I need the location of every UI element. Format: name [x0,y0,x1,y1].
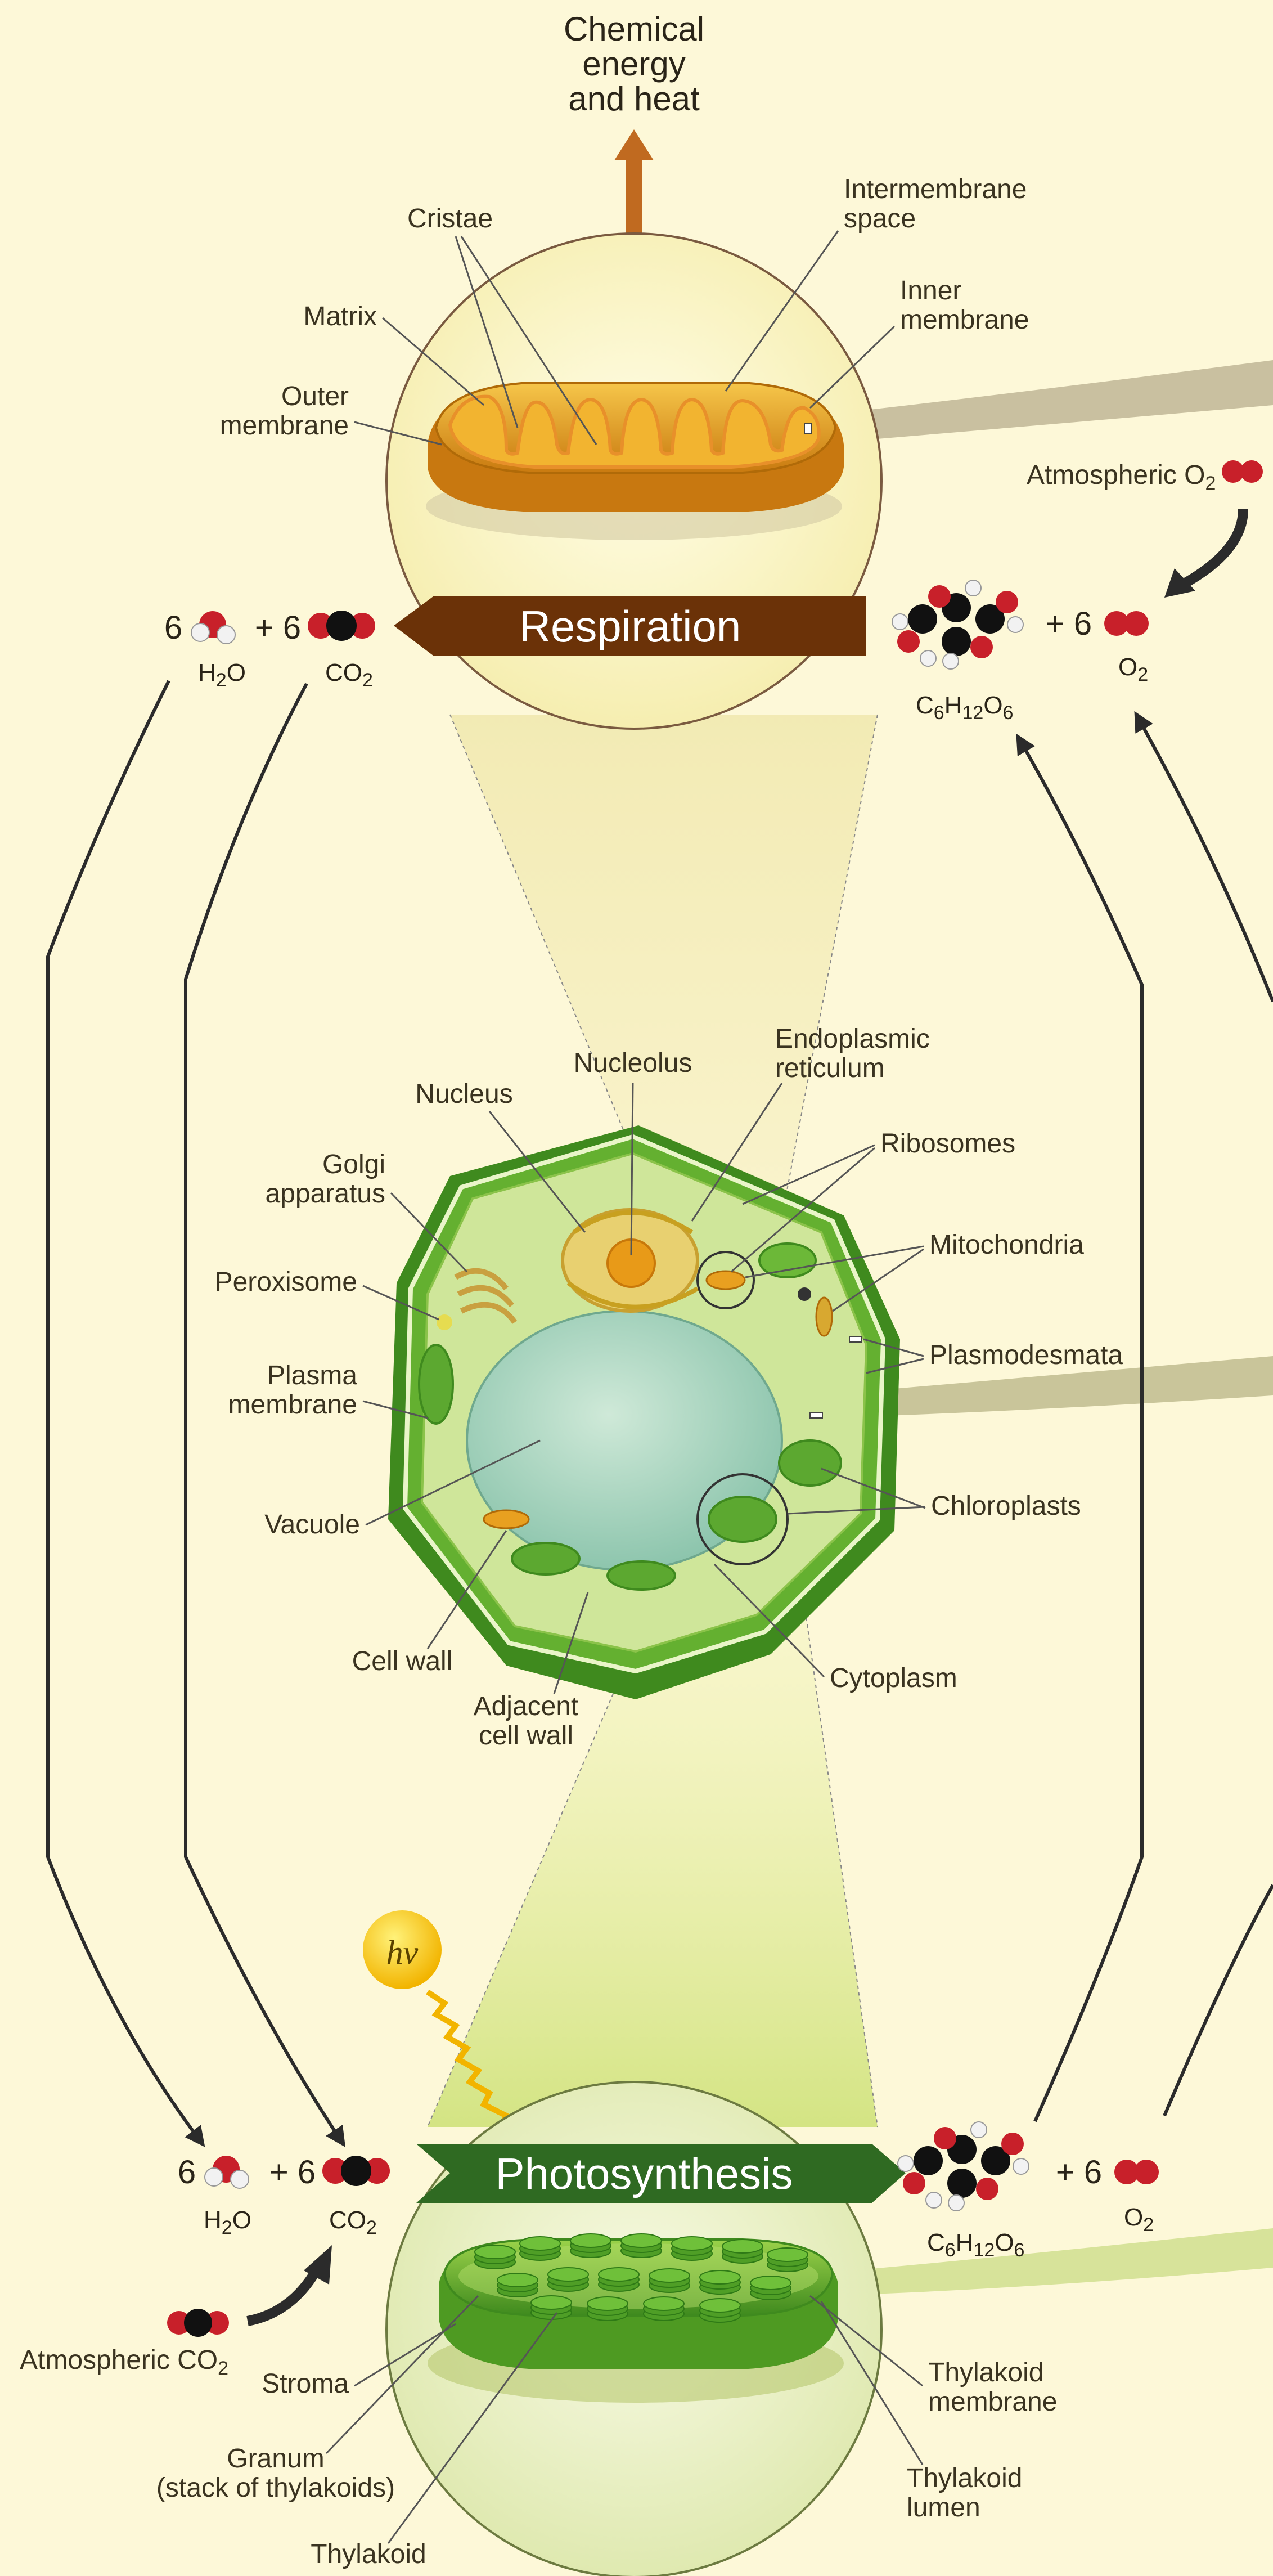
output-line-1: Chemical [564,10,704,48]
label-granum-2: (stack of thylakoids) [156,2473,395,2503]
plus-6-o2: + 6 [1046,605,1092,642]
o2-molecule-icon [1104,611,1149,636]
thylakoid-disc [722,2240,763,2253]
co2-molecule-icon [322,2156,390,2186]
label-granum-1: Granum [227,2444,324,2474]
formula-co2: CO2 [325,659,373,691]
water-molecule-icon [191,611,235,644]
label-intermembrane-2: space [844,204,916,234]
respiration-products: + 6 C6H12O6 O2 [892,580,1149,724]
label-thylakoid-membrane-2: membrane [928,2387,1057,2417]
label-nucleus: Nucleus [415,1079,512,1109]
mitochondria-ribbon [810,360,1273,445]
label-adjacent-wall-1: Adjacent [474,1691,579,1721]
thylakoid-disc [750,2276,791,2290]
label-plasmodesmata: Plasmodesmata [929,1340,1123,1370]
thylakoid-disc [497,2273,538,2287]
label-nucleolus: Nucleolus [574,1048,692,1078]
atmospheric-co2-molecule-icon [167,2309,229,2337]
formula-h2o: H2O [198,659,246,691]
thylakoid-disc [649,2269,690,2282]
label-golgi-1: Golgi [322,1150,385,1179]
chloroplast-ribbon [821,2228,1273,2296]
co2-molecule-icon [308,611,375,641]
respiration-title: Respiration [519,602,741,651]
output-line-2: energy [582,45,685,83]
plus-6-o2-ps: + 6 [1056,2154,1102,2191]
formula-glucose-ps: C6H12O6 [927,2229,1024,2261]
plus-6-co2: + 6 [255,609,301,646]
label-cell-wall: Cell wall [352,1646,453,1676]
mitochondrion [426,383,844,540]
atmospheric-co2-arrow [248,2268,318,2321]
thylakoid-disc [599,2268,639,2281]
label-thylakoid-lumen-2: lumen [907,2493,980,2523]
atmospheric-o2-arrow [1181,509,1243,585]
label-plasma-membrane-1: Plasma [267,1361,357,1390]
label-thylakoid-lumen-1: Thylakoid [907,2463,1022,2493]
water-molecule-icon [205,2156,249,2188]
label-golgi-2: apparatus [266,1179,386,1209]
label-atmospheric-co2: Atmospheric CO2 [20,2345,228,2379]
glucose-molecule-icon [898,2122,1029,2211]
label-cytoplasm: Cytoplasm [830,1663,957,1693]
formula-o2: O2 [1118,653,1148,685]
coef-water-ps: 6 [178,2154,196,2191]
label-atmospheric-o2: Atmospheric O2 [1027,460,1216,494]
thylakoid-disc [475,2245,515,2259]
label-matrix: Matrix [303,302,377,331]
label-adjacent-wall-2: cell wall [479,1721,573,1751]
label-vacuole: Vacuole [264,1510,360,1540]
thylakoid-disc [520,2237,560,2250]
cycle-arrow-o2-up [1136,715,1273,2116]
thylakoid-disc [548,2268,588,2281]
thylakoid-disc [700,2299,740,2312]
label-intermembrane-1: Intermembrane [844,174,1027,204]
thylakoid-disc [570,2234,611,2247]
label-er-2: reticulum [775,1053,885,1083]
label-peroxisome: Peroxisome [215,1267,357,1297]
label-thylakoid: Thylakoid [311,2539,426,2569]
thylakoid-disc [587,2297,628,2310]
label-outer-membrane-2: membrane [220,411,349,441]
respiration-reactants: 6 + 6 H2O CO2 [164,609,375,691]
label-inner-membrane-2: membrane [900,305,1029,335]
label-inner-membrane-1: Inner [900,276,961,306]
label-stroma: Stroma [262,2369,349,2399]
formula-o2-ps: O2 [1124,2203,1154,2236]
o2-molecule-icon [1114,2160,1159,2184]
thylakoid-disc [672,2237,712,2250]
thylakoid-disc [531,2296,572,2309]
photosynthesis-products: + 6 C6H12O6 O2 [898,2122,1159,2261]
glucose-molecule-icon [892,580,1023,669]
output-line-3: and heat [568,80,700,118]
formula-co2-ps: CO2 [329,2206,377,2238]
thylakoid-disc [621,2234,662,2247]
photosynthesis-reactants: 6 + 6 H2O CO2 [178,2154,390,2238]
thylakoid-disc [700,2270,740,2284]
label-mitochondria: Mitochondria [929,1230,1084,1260]
coef-water: 6 [164,609,182,646]
thylakoid-disc [767,2248,808,2261]
label-plasma-membrane-2: membrane [228,1390,357,1420]
cycle-arrow-water-down [48,681,203,2144]
plus-6-co2-ps: + 6 [269,2154,316,2191]
plant-cell [388,1125,900,1699]
label-er-1: Endoplasmic [775,1024,930,1054]
cycle-arrow-glucose-up [1018,737,1142,2121]
label-outer-membrane-1: Outer [281,382,349,411]
formula-glucose: C6H12O6 [916,692,1013,724]
label-cristae: Cristae [407,204,493,234]
label-chloroplasts: Chloroplasts [931,1491,1081,1521]
energy-arrow-head [614,129,654,160]
photosynthesis-title: Photosynthesis [496,2149,793,2198]
light-symbol: hν [386,1934,419,1971]
label-thylakoid-membrane-1: Thylakoid [928,2358,1043,2387]
thylakoid-disc [644,2297,684,2310]
formula-h2o-ps: H2O [204,2206,251,2238]
atmospheric-o2-molecule-icon [1222,460,1263,483]
label-ribosomes: Ribosomes [880,1129,1015,1159]
